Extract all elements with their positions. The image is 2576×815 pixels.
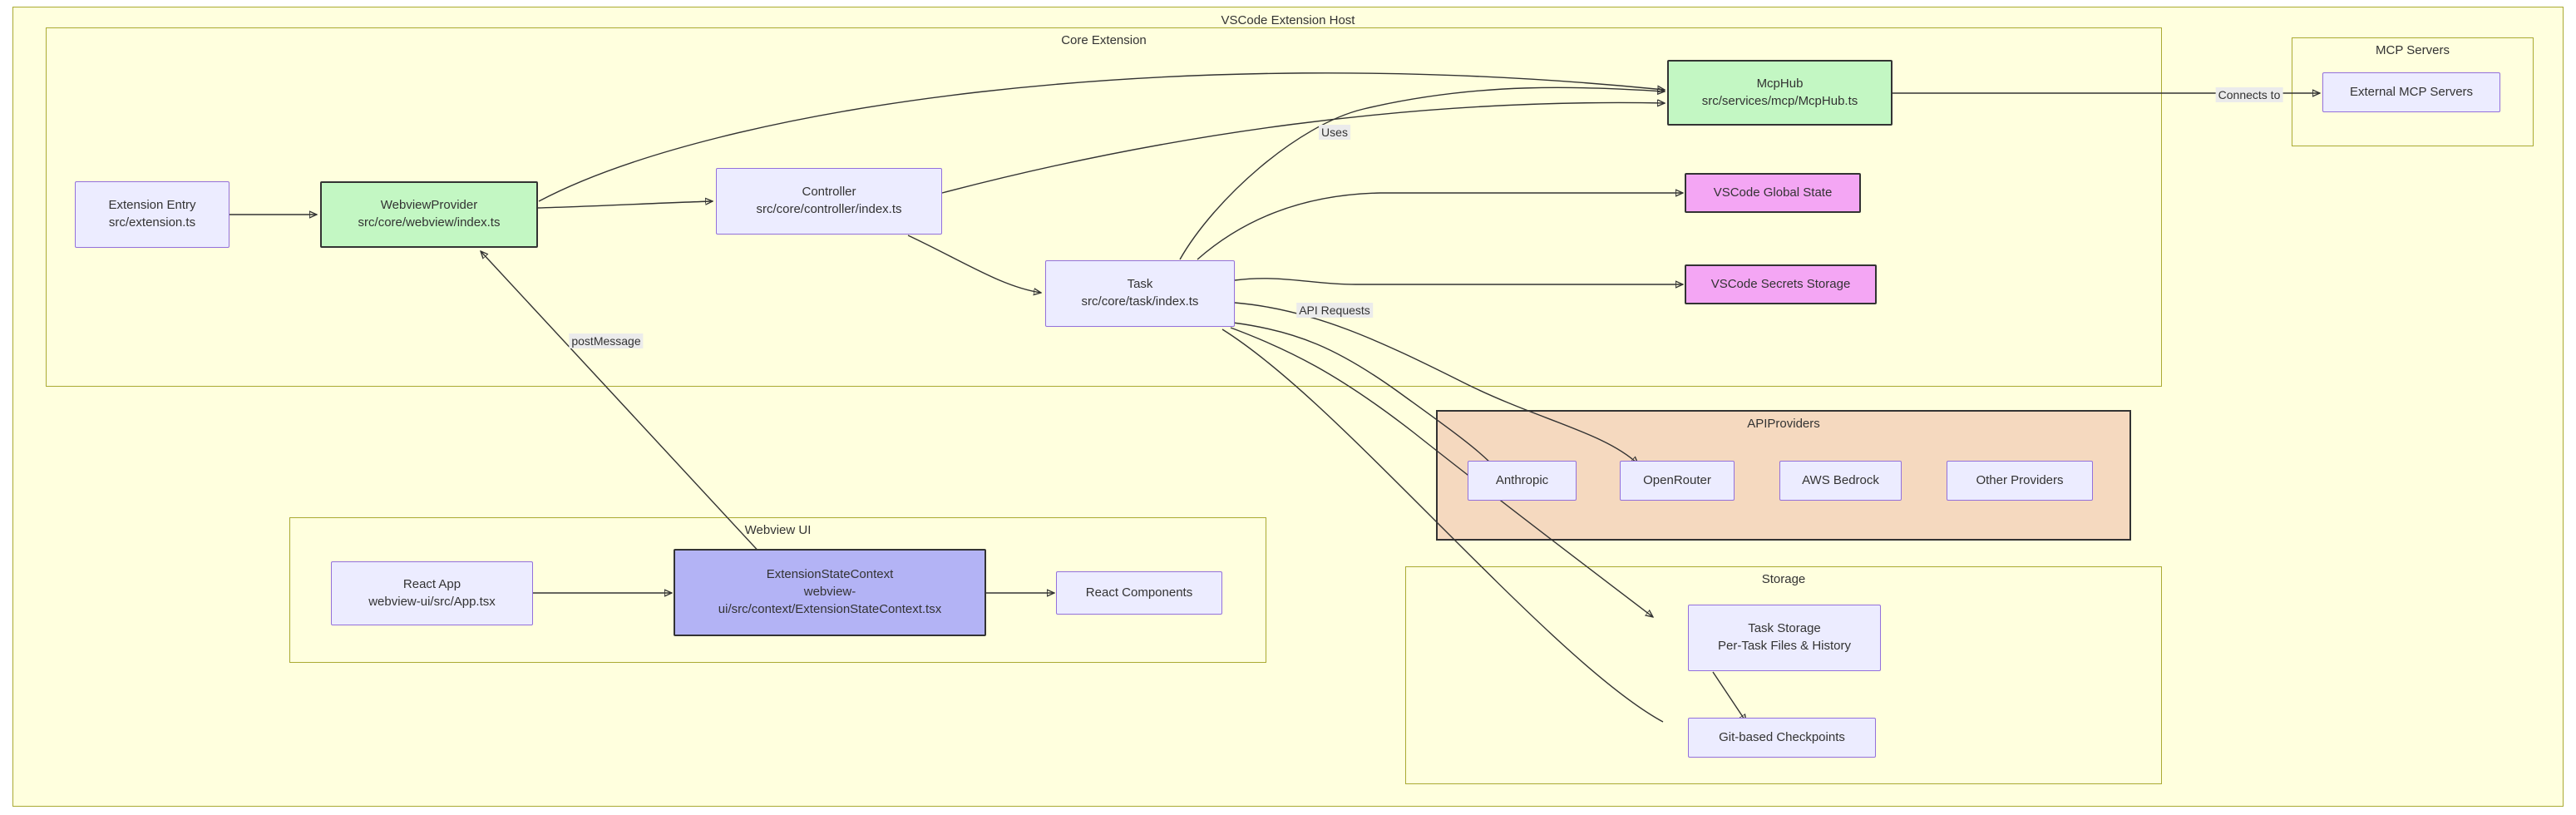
node-webview-provider-line1: WebviewProvider (380, 198, 478, 213)
node-openrouter-label: OpenRouter (1643, 472, 1711, 487)
subgraph-title-mcp-servers: MCP Servers (2376, 43, 2450, 57)
node-controller-line2: src/core/controller/index.ts (756, 202, 902, 216)
node-git-checkpoints-label: Git-based Checkpoints (1719, 729, 1845, 744)
node-extension-entry-line2: src/extension.ts (108, 215, 196, 230)
node-extension-entry[interactable]: Extension Entry src/extension.ts (75, 181, 229, 248)
node-react-app[interactable]: React App webview-ui/src/App.tsx (331, 561, 533, 625)
node-other-providers-label: Other Providers (1976, 472, 2064, 487)
node-openrouter[interactable]: OpenRouter (1620, 461, 1735, 501)
node-vscode-secrets-storage[interactable]: VSCode Secrets Storage (1685, 264, 1877, 304)
node-mcp-hub-line1: McpHub (1756, 76, 1804, 91)
node-external-mcp-servers[interactable]: External MCP Servers (2322, 72, 2500, 112)
node-extension-state-context-line2: webview- (803, 585, 856, 600)
node-task[interactable]: Task src/core/task/index.ts (1045, 260, 1235, 327)
node-react-components[interactable]: React Components (1056, 571, 1222, 615)
edge-label-api-requests: API Requests (1296, 303, 1373, 318)
edge-label-connects-to: Connects to (2215, 87, 2283, 102)
node-aws-bedrock[interactable]: AWS Bedrock (1779, 461, 1902, 501)
node-task-line2: src/core/task/index.ts (1081, 294, 1199, 309)
node-extension-state-context-line3: ui/src/context/ExtensionStateContext.tsx (718, 601, 942, 616)
node-mcp-hub[interactable]: McpHub src/services/mcp/McpHub.ts (1667, 60, 1893, 126)
node-vscode-secrets-storage-label: VSCode Secrets Storage (1710, 276, 1851, 291)
node-react-app-line2: webview-ui/src/App.tsx (368, 594, 496, 609)
node-react-components-label: React Components (1085, 585, 1193, 600)
node-extension-state-context[interactable]: ExtensionStateContext webview- ui/src/co… (674, 549, 986, 636)
node-vscode-global-state[interactable]: VSCode Global State (1685, 173, 1861, 213)
subgraph-title-storage: Storage (1761, 572, 1806, 586)
subgraph-title-webview-ui: Webview UI (744, 523, 812, 537)
node-webview-provider-line2: src/core/webview/index.ts (358, 215, 501, 230)
node-vscode-global-state-label: VSCode Global State (1713, 185, 1833, 200)
node-controller-line1: Controller (802, 185, 856, 200)
node-task-storage-line1: Task Storage (1748, 621, 1821, 636)
node-task-line1: Task (1127, 277, 1153, 292)
subgraph-title-core-extension: Core Extension (1061, 33, 1147, 47)
node-external-mcp-servers-label: External MCP Servers (2349, 84, 2474, 99)
node-task-storage-line2: Per-Task Files & History (1717, 639, 1852, 653)
node-react-app-line1: React App (402, 576, 461, 591)
node-anthropic-label: Anthropic (1495, 472, 1549, 487)
node-aws-bedrock-label: AWS Bedrock (1802, 472, 1879, 487)
edge-label-post-message: postMessage (569, 333, 644, 348)
edge-label-uses: Uses (1319, 125, 1350, 140)
node-mcp-hub-line2: src/services/mcp/McpHub.ts (1701, 93, 1858, 108)
node-webview-provider[interactable]: WebviewProvider src/core/webview/index.t… (320, 181, 538, 248)
node-controller[interactable]: Controller src/core/controller/index.ts (716, 168, 942, 235)
node-task-storage[interactable]: Task Storage Per-Task Files & History (1688, 605, 1881, 671)
node-other-providers[interactable]: Other Providers (1947, 461, 2093, 501)
subgraph-title-api-providers: APIProviders (1747, 417, 1820, 431)
node-git-checkpoints[interactable]: Git-based Checkpoints (1688, 718, 1876, 758)
node-anthropic[interactable]: Anthropic (1468, 461, 1577, 501)
node-extension-state-context-line1: ExtensionStateContext (766, 567, 894, 582)
subgraph-title-vscode-extension-host: VSCode Extension Host (1221, 13, 1355, 27)
node-extension-entry-line1: Extension Entry (108, 198, 196, 213)
